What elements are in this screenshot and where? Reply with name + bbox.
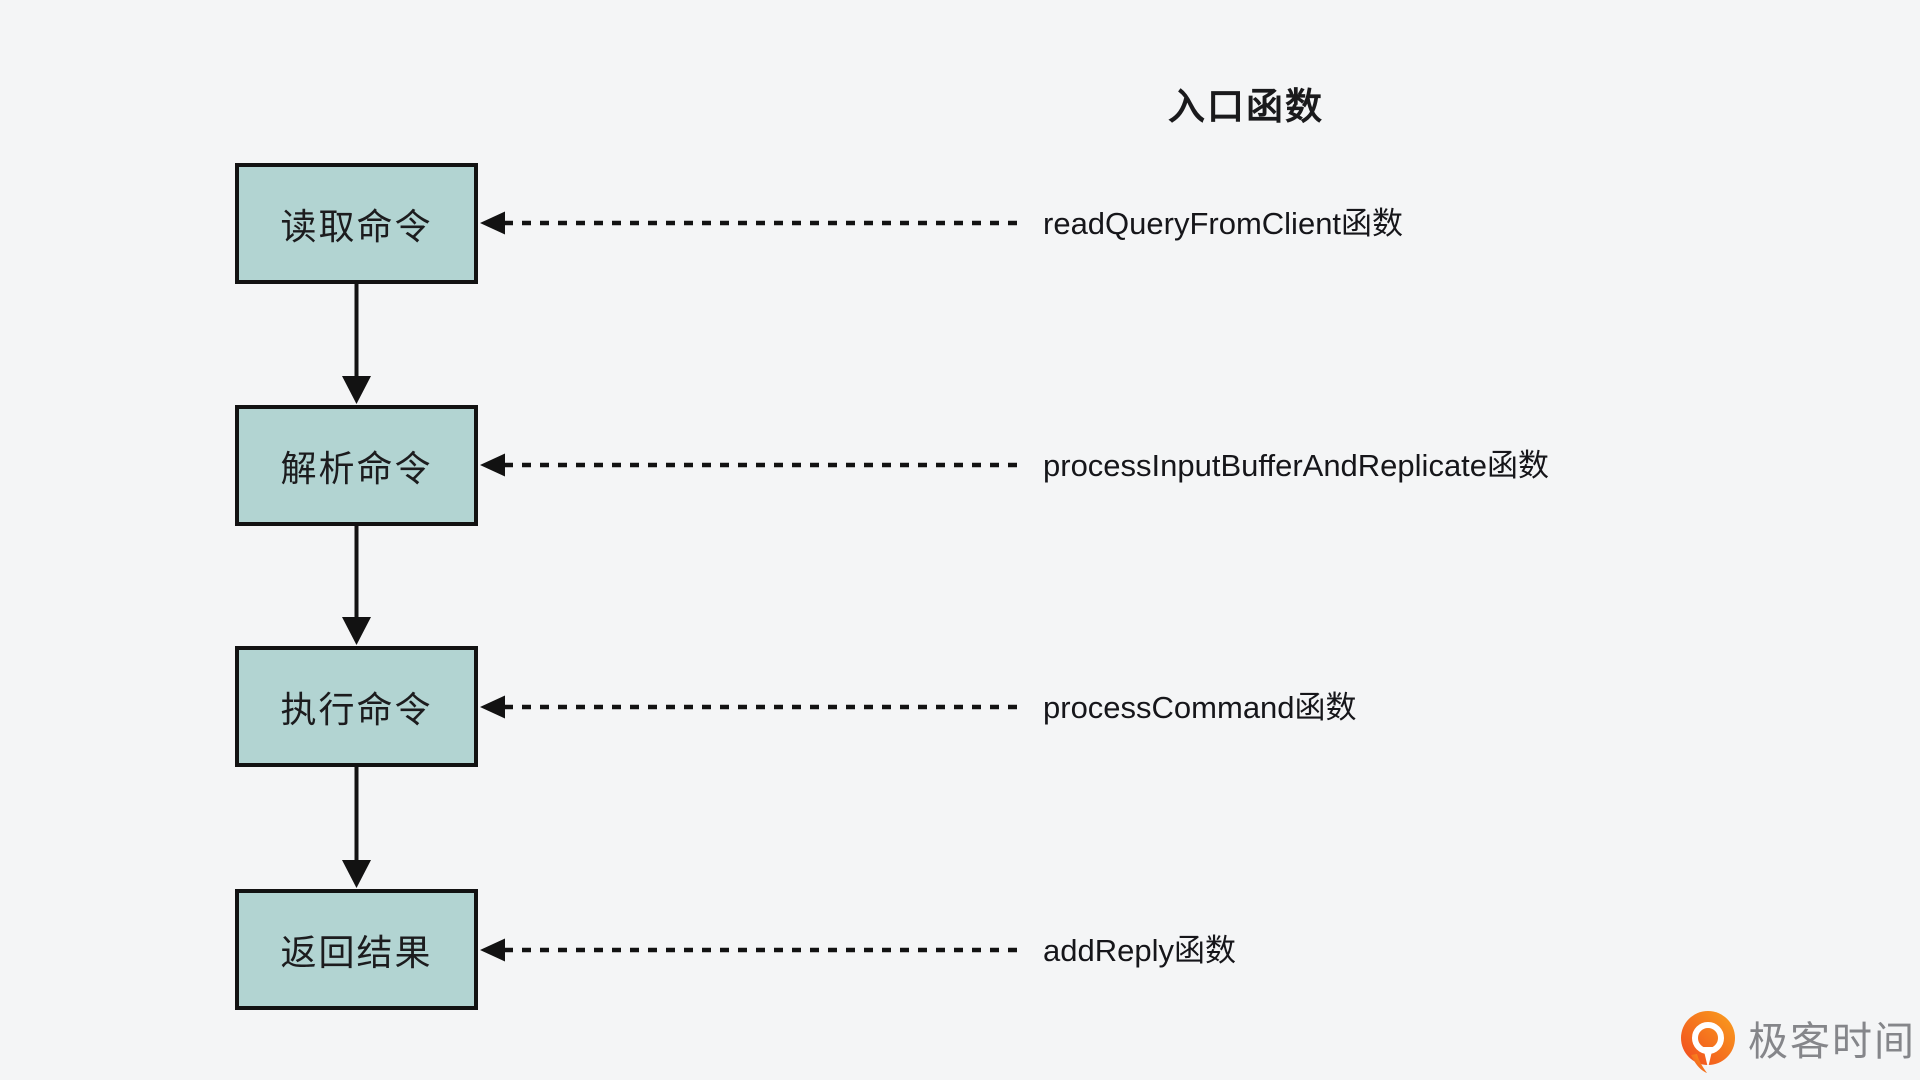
- geektime-logo: 极客时间: [1678, 1011, 1916, 1073]
- diagram-title: 入口函数: [1168, 86, 1324, 127]
- dashed-arrow: [480, 695, 1026, 719]
- flow-step-box-label: 解析命令: [280, 447, 433, 489]
- flow-step-box-return: 返回结果: [235, 889, 478, 1010]
- flow-step-box-label: 执行命令: [280, 688, 433, 730]
- function-label-return: addReply函数: [1043, 933, 1236, 968]
- function-label-read: readQueryFromClient函数: [1043, 206, 1404, 241]
- flow-step-box-label: 返回结果: [280, 931, 433, 973]
- down-arrow: [342, 526, 371, 645]
- flow-step-box-execute: 执行命令: [235, 646, 478, 767]
- dashed-arrow: [480, 453, 1026, 477]
- down-arrow: [342, 767, 371, 888]
- flow-step-box-parse: 解析命令: [235, 405, 478, 526]
- geektime-logo-text: 极客时间: [1748, 1020, 1916, 1064]
- flow-step-box-label: 读取命令: [280, 205, 433, 247]
- dashed-arrow: [480, 938, 1026, 962]
- function-label-execute: processCommand函数: [1043, 690, 1357, 725]
- down-arrow: [342, 284, 371, 404]
- dashed-arrow: [480, 211, 1026, 235]
- function-label-parse: processInputBufferAndReplicate函数: [1043, 448, 1550, 483]
- flow-step-box-read: 读取命令: [235, 163, 478, 284]
- geektime-logo-icon: [1681, 1011, 1735, 1073]
